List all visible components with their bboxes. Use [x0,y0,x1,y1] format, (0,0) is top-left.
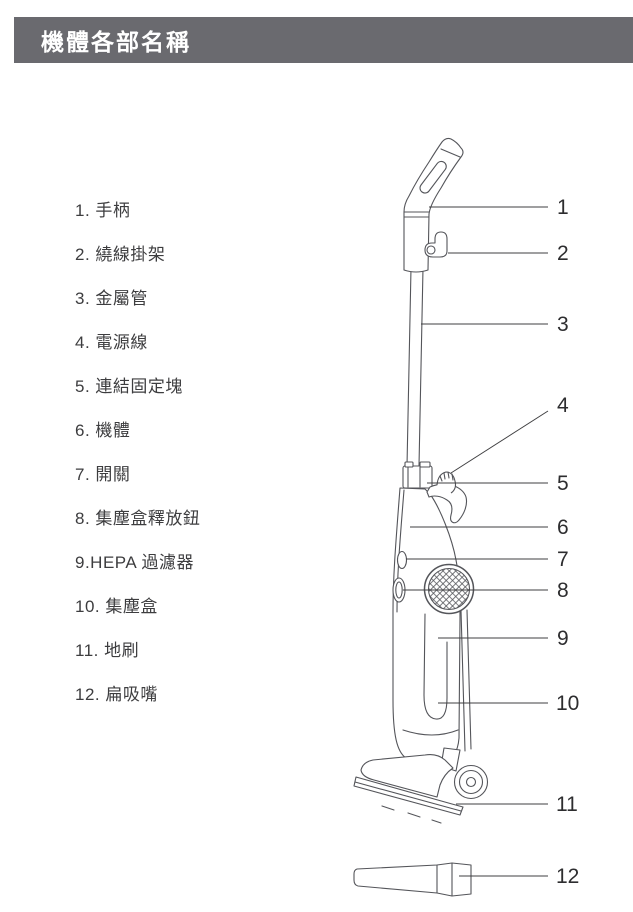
brush-wheel [453,764,489,800]
main-body [392,483,472,764]
part-list-item-2: 2. 繞線掛架 [75,245,166,264]
part-list-item-6: 6. 機體 [75,421,131,440]
callout-label-2: 2 [557,242,569,265]
callout-line-4 [450,410,549,474]
callout-label-11: 11 [556,793,578,816]
callout-label-6: 6 [557,516,569,539]
callout-label-4: 4 [557,394,569,417]
callout-label-12: 12 [556,865,579,888]
part-list-item-9: 9.HEPA 過濾器 [75,553,194,572]
callout-label-1: 1 [557,196,569,219]
part-list-item-3: 3. 金屬管 [75,289,148,308]
callout-lines [403,206,549,877]
release-button [392,577,406,603]
section-header-bar: 機體各部名稱 [14,17,633,63]
callout-label-7: 7 [557,548,569,571]
part-list-item-8: 8. 集塵盒釋放鈕 [75,509,201,528]
hepa-mesh [423,563,475,615]
part-list-item-11: 11. 地刷 [75,641,140,660]
crevice-nozzle [353,862,472,897]
part-list-item-10: 10. 集塵盒 [75,597,158,616]
callout-label-5: 5 [557,472,569,495]
power-switch [396,550,408,570]
part-list-item-1: 1. 手柄 [75,201,131,220]
part-list-item-5: 5. 連結固定塊 [75,377,183,396]
callout-label-8: 8 [557,579,569,602]
metal-tube [406,267,424,467]
callout-label-3: 3 [557,313,569,336]
connector-block [402,461,433,489]
part-list-item-12: 12. 扁吸嘴 [75,685,158,704]
part-list-item-7: 7. 開關 [75,465,131,484]
part-list-item-4: 4. 電源線 [75,333,148,352]
body-handle-loop [426,483,468,524]
dust-cup-window [423,613,448,720]
callout-labels: 1 2 3 4 5 6 7 8 9 10 11 12 [556,196,579,888]
page-title: 機體各部名稱 [41,29,191,55]
callout-label-10: 10 [556,692,579,715]
cord-hook [424,231,448,258]
floor-brush [353,747,489,824]
callout-label-9: 9 [557,627,569,650]
vacuum-handle [403,137,464,273]
